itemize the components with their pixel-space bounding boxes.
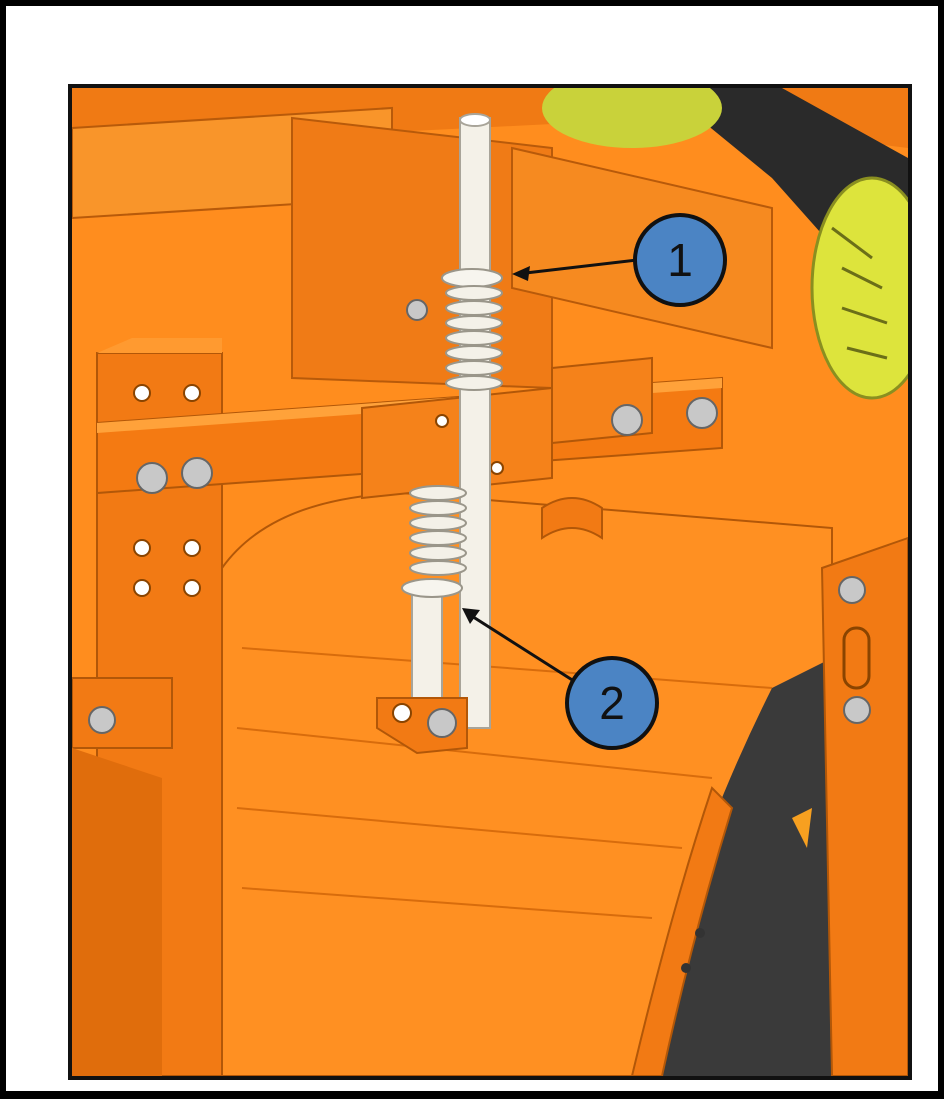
pto-guard-ribs [831, 226, 888, 360]
callout-1: 1 [633, 213, 727, 307]
bolt-icon [181, 457, 213, 489]
beam-hole [435, 414, 449, 428]
machine-drawing: 1 2 [72, 88, 908, 1076]
spring-rod [459, 117, 491, 729]
callout-1-number: 1 [667, 234, 693, 286]
pto-guard-right [810, 176, 908, 400]
lower-spring [409, 485, 467, 576]
left-post-top [97, 338, 222, 353]
bolt-icon [136, 462, 168, 494]
callout-1-badge [633, 213, 727, 307]
post-hole [133, 539, 151, 557]
beam-hook [541, 497, 603, 540]
bolt-icon [427, 708, 457, 738]
clevis-pin [392, 703, 412, 723]
rod-top [459, 113, 491, 127]
callout-2-arrowhead [462, 608, 480, 624]
bolt-icon [88, 706, 116, 734]
callout-2-badge [565, 656, 659, 750]
left-lower-bracket [72, 677, 173, 749]
callout-2: 2 [565, 656, 659, 750]
warning-triangle [792, 808, 812, 848]
post-hole [133, 579, 151, 597]
post-hole [183, 579, 201, 597]
bolt-icon [843, 696, 871, 724]
post-hole [133, 384, 151, 402]
figure-frame: 1 2 [6, 6, 938, 1091]
callout-1-arrow [516, 258, 638, 276]
beam-hole [490, 461, 504, 475]
bolt-icon [406, 299, 428, 321]
post-hole [183, 384, 201, 402]
post-hole [183, 539, 201, 557]
callout-1-arrowhead [512, 266, 530, 281]
bolt-icon [686, 397, 718, 429]
side-skid [630, 786, 734, 1076]
rotor-cover-ribs [236, 647, 773, 919]
skid-hole [695, 928, 705, 938]
bolt-icon [611, 404, 643, 436]
center-bracket [361, 386, 553, 500]
upper-spring-retainer [441, 268, 503, 288]
adjustment-slot [842, 626, 871, 690]
bolt-icon [838, 576, 866, 604]
upper-spring [445, 285, 503, 391]
callout-2-arrow [466, 611, 578, 685]
right-vertical-post [820, 536, 908, 1076]
callout-2-number: 2 [599, 677, 625, 729]
pto-guard-left [542, 88, 722, 148]
left-lower-side [72, 748, 162, 1076]
lower-spring-retainer [401, 578, 463, 598]
machine-illustration: 1 2 [68, 84, 912, 1080]
tine-blade [642, 648, 872, 1076]
skid-hole [681, 963, 691, 973]
